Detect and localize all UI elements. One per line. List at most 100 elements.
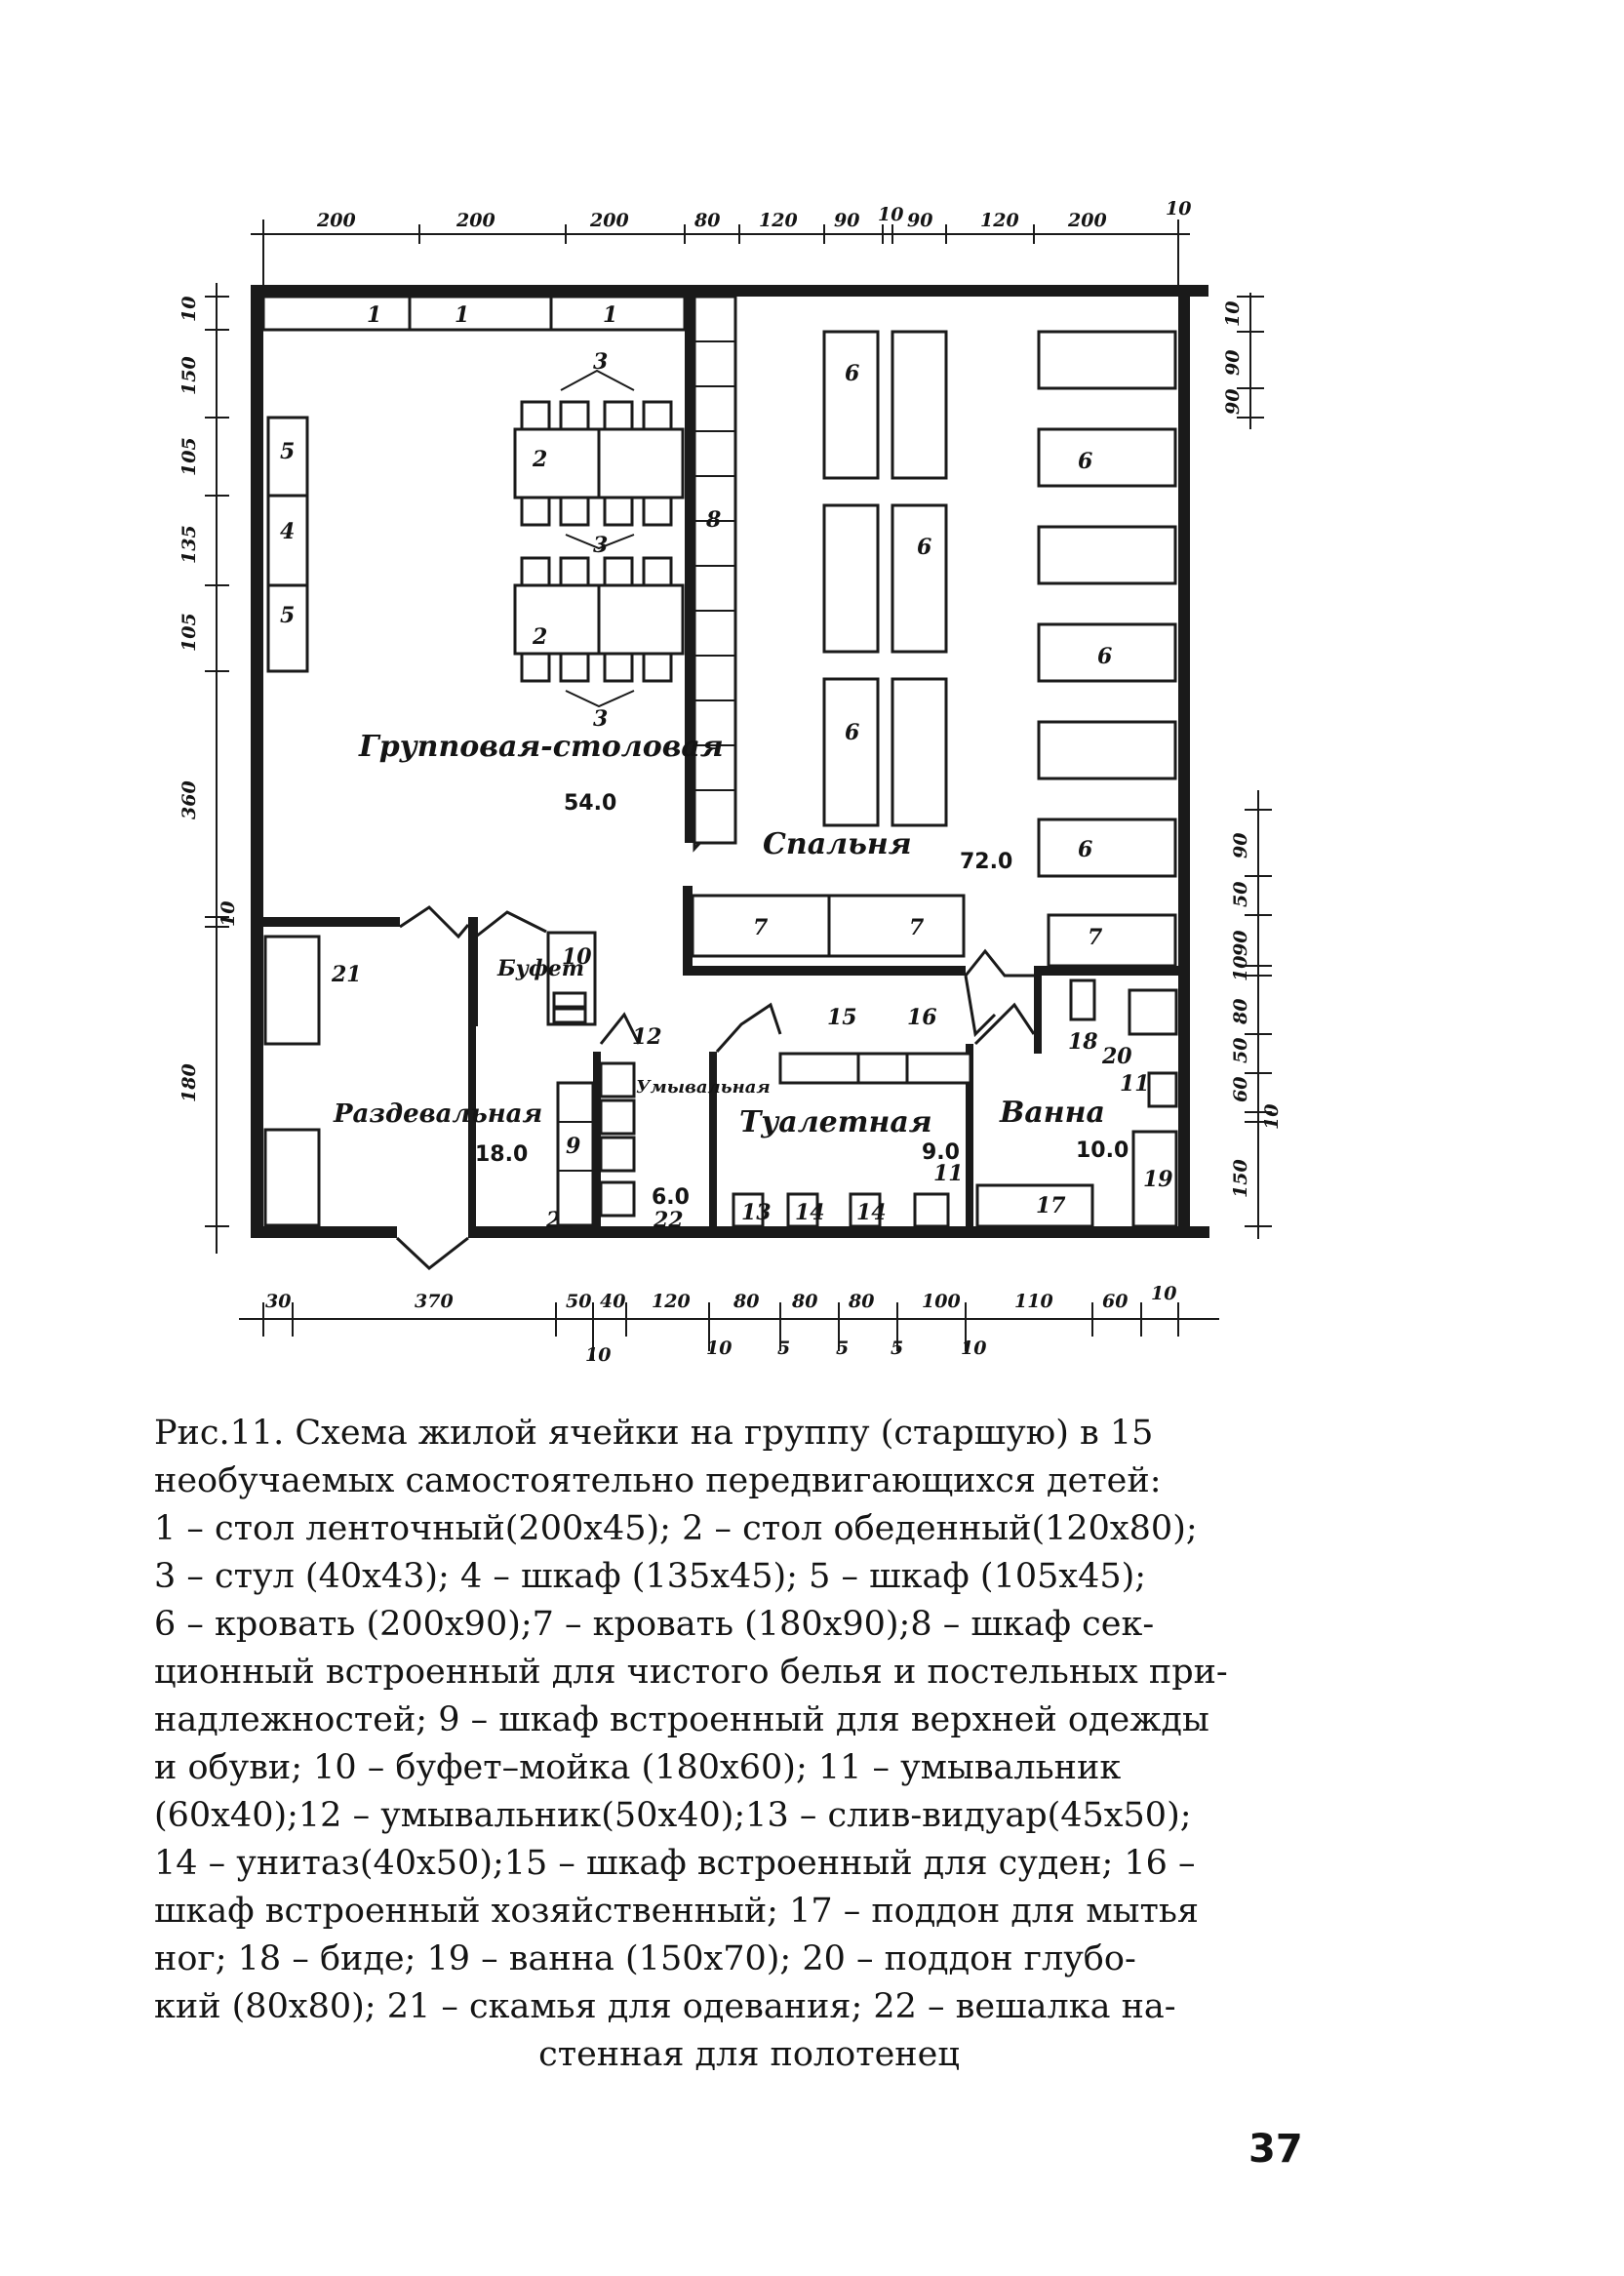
cabinets-4-5: 5 4 5 [266, 416, 309, 673]
svg-text:3: 3 [593, 706, 608, 732]
svg-text:50: 50 [566, 1291, 591, 1312]
svg-text:2: 2 [532, 447, 547, 472]
svg-text:13: 13 [741, 1200, 772, 1225]
svg-text:17: 17 [1036, 1193, 1066, 1218]
svg-text:15: 15 [827, 1005, 857, 1030]
caption-last-line: стенная для полотенец [538, 2035, 960, 2074]
room-label-toilet: Туалетная [739, 1105, 932, 1139]
built-in-cabinet-9: 9 [556, 1081, 595, 1227]
svg-text:60: 60 [1230, 1077, 1251, 1102]
room-labels: Групповая-столовая 54.0 Спальня 72.0 Раз… [333, 730, 1129, 1210]
caption-line: ционный встроенный для чистого белья и п… [154, 1653, 1228, 1692]
sinks-12: 12 22 [599, 1024, 684, 1233]
svg-text:120: 120 [980, 210, 1019, 231]
svg-text:120: 120 [652, 1291, 691, 1312]
svg-text:200: 200 [456, 210, 495, 231]
caption-line: (60х40);12 – умывальник(50х40);13 – слив… [154, 1796, 1192, 1835]
chairs-3: 3 3 3 [520, 349, 673, 732]
svg-text:10: 10 [1230, 956, 1251, 981]
svg-text:14: 14 [795, 1200, 825, 1225]
dimension-bottom: 30 370 50 40 120 80 80 80 100 110 60 10 … [239, 1283, 1219, 1366]
svg-text:6: 6 [917, 535, 931, 560]
figure-caption: Рис.11. Схема жилой ячейки на группу (ст… [154, 1410, 1305, 2079]
svg-text:90: 90 [834, 210, 859, 231]
sectional-cabinet-8: 8 [693, 295, 737, 845]
svg-text:90: 90 [1230, 833, 1251, 858]
svg-text:10: 10 [1151, 1283, 1176, 1304]
svg-text:12: 12 [632, 1024, 662, 1050]
svg-text:50: 50 [1230, 1038, 1251, 1063]
ribbon-tables-1: 1 1 1 [261, 295, 687, 332]
dimension-left: 10 150 105 135 105 360 10 180 [178, 283, 239, 1254]
svg-text:10: 10 [961, 1338, 986, 1359]
room-area-bedroom: 72.0 [960, 850, 1012, 874]
svg-text:6: 6 [845, 361, 859, 386]
room-label-group: Групповая-столовая [358, 730, 724, 764]
svg-text:5: 5 [280, 603, 295, 628]
svg-text:90: 90 [907, 210, 932, 231]
room-area-group: 54.0 [564, 791, 616, 816]
dining-tables-2: 2 2 [513, 427, 685, 656]
svg-text:110: 110 [1014, 1291, 1053, 1312]
svg-text:4: 4 [280, 519, 295, 544]
svg-text:80: 80 [733, 1291, 759, 1312]
svg-text:10: 10 [562, 944, 592, 970]
room-area-dressing: 18.0 [475, 1142, 528, 1167]
caption-line: кий (80х80); 21 – скамья для одевания; 2… [154, 1987, 1176, 2026]
caption-line: 1 – стол ленточный(200х45); 2 – стол обе… [154, 1509, 1198, 1548]
room-label-bath: Ванна [999, 1096, 1105, 1130]
svg-text:80: 80 [791, 1291, 817, 1312]
svg-text:1: 1 [367, 302, 381, 328]
svg-text:7: 7 [1088, 925, 1103, 950]
svg-text:90: 90 [1222, 389, 1244, 415]
beds-7: 7 7 7 [691, 894, 1177, 968]
caption-line: 3 – стул (40х43); 4 – шкаф (135х45); 5 –… [154, 1557, 1147, 1596]
bath-fixtures: 17 18 20 11 19 [975, 978, 1178, 1228]
svg-text:105: 105 [178, 613, 200, 652]
svg-text:105: 105 [178, 437, 200, 476]
svg-text:200: 200 [1067, 210, 1107, 231]
svg-text:5: 5 [280, 439, 295, 464]
svg-text:20: 20 [1101, 1044, 1132, 1069]
room-label-washroom: Умывальная [636, 1077, 771, 1098]
room-label-buffet: Буфет [496, 956, 584, 981]
svg-text:21: 21 [331, 962, 362, 987]
caption-line: шкаф встроенный хозяйственный; 17 – подд… [154, 1892, 1199, 1931]
svg-text:9: 9 [566, 1134, 580, 1159]
svg-text:14: 14 [856, 1200, 887, 1225]
svg-text:8: 8 [705, 507, 721, 533]
svg-text:90: 90 [1222, 350, 1244, 376]
svg-text:1: 1 [603, 302, 617, 328]
svg-text:7: 7 [753, 915, 769, 940]
svg-text:120: 120 [759, 210, 798, 231]
svg-text:200: 200 [316, 210, 356, 231]
room-area-bath: 10.0 [1076, 1138, 1129, 1163]
bench-21: 21 21 [263, 935, 576, 1233]
svg-text:370: 370 [415, 1291, 454, 1312]
room-label-dressing: Раздевальная [333, 1099, 542, 1129]
svg-text:5: 5 [777, 1338, 790, 1359]
svg-text:10: 10 [1222, 301, 1244, 327]
caption-line: и обуви; 10 – буфет–мойка (180х60); 11 –… [154, 1748, 1122, 1787]
svg-text:6: 6 [1097, 644, 1112, 669]
svg-text:1: 1 [455, 302, 469, 328]
svg-text:19: 19 [1143, 1167, 1173, 1192]
caption-line: ног; 18 – биде; 19 – ванна (150х70); 20 … [154, 1939, 1136, 1978]
svg-text:135: 135 [178, 525, 200, 564]
svg-text:5: 5 [836, 1338, 849, 1359]
svg-text:40: 40 [600, 1291, 625, 1312]
svg-text:50: 50 [1230, 882, 1251, 907]
svg-text:10: 10 [1261, 1104, 1283, 1130]
svg-text:6: 6 [1078, 449, 1092, 474]
svg-text:6: 6 [1078, 837, 1092, 862]
dimension-top: 200 200 200 80 120 90 10 90 120 200 10 [251, 198, 1191, 285]
svg-text:16: 16 [907, 1005, 937, 1030]
caption-line: надлежностей; 9 – шкаф встроенный для ве… [154, 1700, 1209, 1739]
svg-text:11: 11 [933, 1161, 964, 1186]
room-area-washroom: 6.0 [652, 1185, 690, 1210]
floor-plan: 1 1 1 2 2 3 3 3 [178, 198, 1283, 1366]
buffet-10: 10 [546, 931, 597, 1026]
svg-text:5: 5 [891, 1338, 903, 1359]
svg-text:60: 60 [1102, 1291, 1128, 1312]
svg-text:10: 10 [218, 901, 239, 927]
